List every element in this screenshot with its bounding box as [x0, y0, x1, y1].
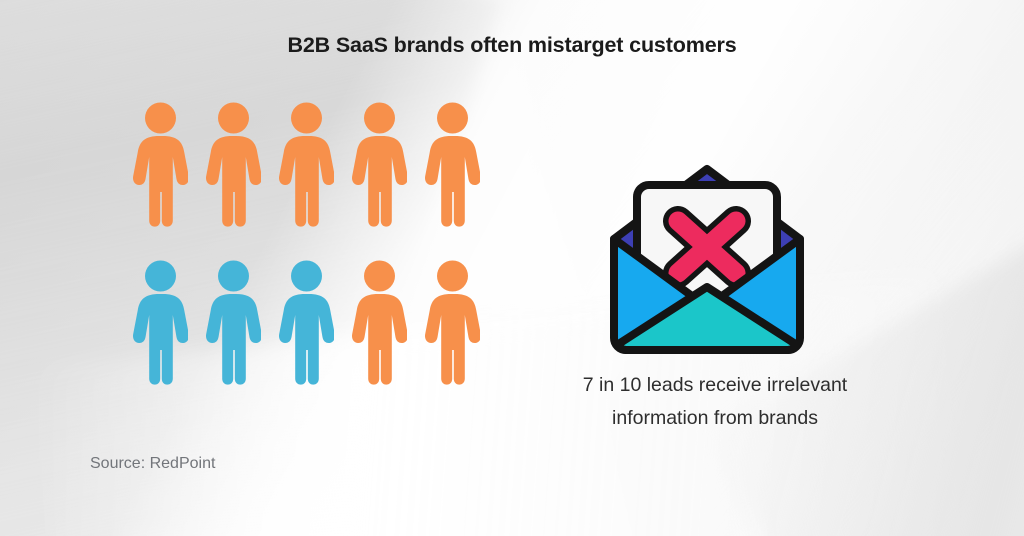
person-icon — [133, 260, 188, 385]
person-icon — [206, 102, 261, 227]
pictogram-row-2 — [133, 258, 480, 386]
caption: 7 in 10 leads receive irrelevant informa… — [500, 369, 930, 435]
person-icon — [425, 102, 480, 227]
person-icon — [279, 260, 334, 385]
person-icon — [133, 102, 188, 227]
person-icon — [352, 102, 407, 227]
envelope-letter — [633, 181, 781, 309]
envelope-body — [610, 235, 804, 354]
envelope-open-with-x-icon — [610, 165, 804, 354]
x-mark-icon — [663, 206, 751, 288]
person-icon — [206, 260, 261, 385]
pictogram-chart — [133, 100, 480, 386]
person-icon — [425, 260, 480, 385]
source-label: Source: RedPoint — [90, 455, 216, 472]
pictogram-row-1 — [133, 100, 480, 228]
page-title: B2B SaaS brands often mistarget customer… — [287, 33, 737, 57]
caption-line-1: 7 in 10 leads receive irrelevant — [582, 374, 848, 396]
caption-line-2: information from brands — [612, 407, 818, 429]
person-icon — [352, 260, 407, 385]
person-icon — [279, 102, 334, 227]
